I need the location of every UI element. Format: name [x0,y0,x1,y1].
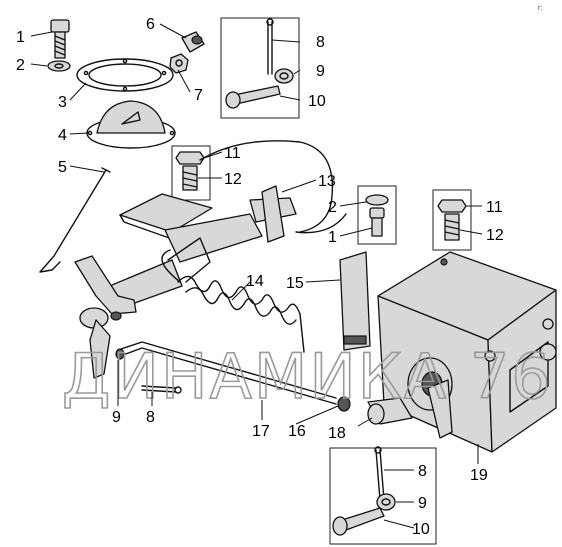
callout-2: 2 [16,57,25,74]
detail-box-right [357,185,397,245]
callout-10-bottom: 10 [412,521,430,538]
callout-12-right: 12 [486,227,504,244]
corner-mark: r: [538,5,542,12]
bolt-part-12-right [444,213,460,241]
rod-part-5 [39,167,111,273]
washer-part-2 [47,60,71,72]
bolt-part-1 [50,19,70,59]
callout-1: 1 [16,29,25,46]
callout-7: 7 [194,87,203,104]
bushing-part-6 [181,31,205,53]
cotter-pin-part-8-bottom [374,446,385,501]
cable-loop-right [295,213,347,234]
detail-box-bottom [329,447,437,545]
nut-part-11-mid [175,151,205,165]
callout-5: 5 [58,159,67,176]
detail-box-top [220,17,300,119]
callout-16: 16 [288,423,306,440]
nut-part-11-right [437,199,467,213]
callout-8-left: 8 [146,409,155,426]
nut-part-7 [169,53,189,74]
pin-part-10-bottom [332,507,385,536]
callout-9: 9 [316,63,325,80]
cotter-pin-part-8-top [266,18,274,75]
callouts: 1 2 3 4 5 6 7 8 9 10 11 12 13 2 1 11 12 … [16,16,504,538]
callout-9-bottom: 9 [418,495,427,512]
cotter-pin-part-8-left [141,385,182,394]
bolt-part-12-mid [182,165,198,191]
pin-part-10-top [225,85,281,109]
callout-2-right: 2 [328,199,337,216]
clevis-part-18 [367,397,413,425]
callout-8: 8 [316,34,325,51]
bolt-part-1-right [369,207,385,237]
washer-part-2-right [365,194,389,206]
callout-6: 6 [146,16,155,33]
callout-4: 4 [58,127,67,144]
callout-12: 12 [224,171,242,188]
callout-1-right: 1 [328,229,337,246]
washer-part-9-top [274,68,294,84]
callout-19: 19 [470,467,488,484]
pedal-lever [74,255,137,379]
callout-17: 17 [252,423,270,440]
detail-box-mid [171,145,211,201]
callout-3: 3 [58,94,67,111]
gasket-part-3 [76,58,174,92]
rod-part-17 [115,341,337,405]
leader-lines [30,23,483,529]
callout-8-bottom: 8 [418,463,427,480]
callout-13: 13 [318,173,336,190]
callout-10: 10 [308,93,326,110]
cover-part-4 [86,100,176,149]
cable-loop-top [199,140,334,233]
gearbox-lever [407,357,453,439]
callout-14: 14 [246,273,264,290]
callout-11-right: 11 [486,199,503,216]
callout-15: 15 [286,275,304,292]
callout-11: 11 [224,145,241,162]
bracket-assembly [99,185,297,313]
nut-part-16 [337,396,351,412]
spring-part-14 [161,249,305,353]
detail-box-far-right [432,189,472,251]
callout-18: 18 [328,425,346,442]
bracket-part-15 [339,251,371,351]
callout-9-left: 9 [112,409,121,426]
washer-part-9-bottom [376,493,396,511]
watermark-text: ДИНАМИКА 76 [62,340,553,413]
